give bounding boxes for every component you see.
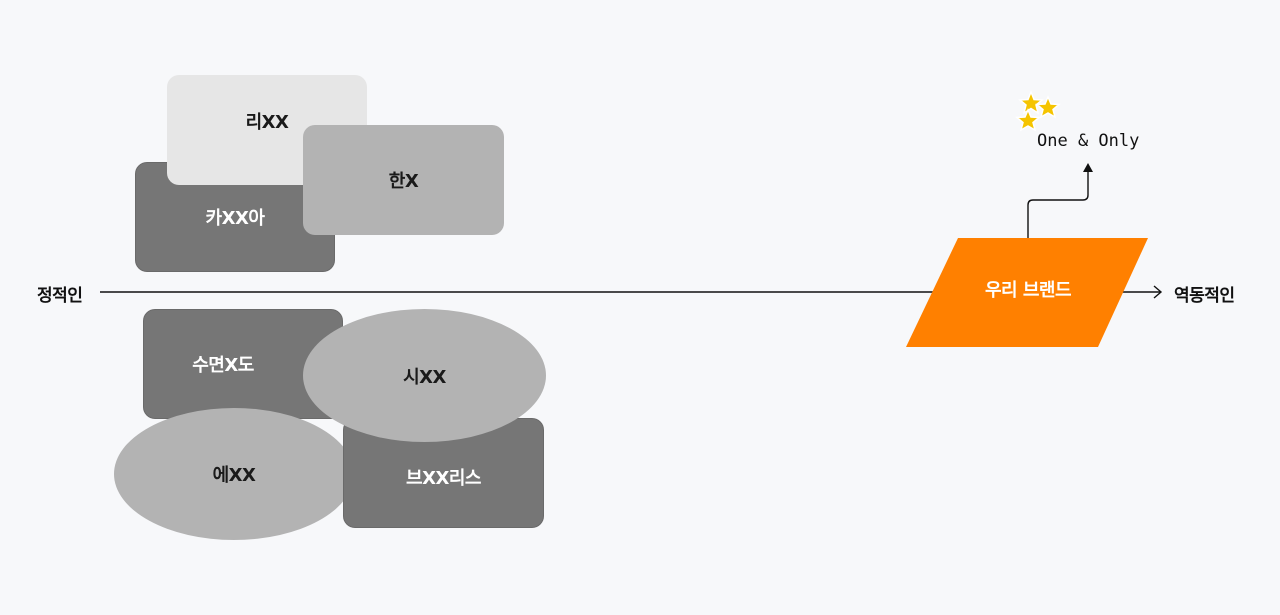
stars-icon <box>1015 89 1061 132</box>
axis-arrowhead <box>1153 285 1163 299</box>
competitor-label: 리XX <box>245 112 289 133</box>
callout-arrowhead <box>1083 163 1093 172</box>
competitor-ellipse: 시XX <box>303 309 546 442</box>
axis-left-label: 정적인 <box>37 286 83 306</box>
axis-right-label: 역동적인 <box>1174 286 1235 306</box>
competitor-label: 에XX <box>212 465 256 486</box>
competitor-label: 시XX <box>403 366 446 388</box>
competitor-label: 브XX리스 <box>406 468 481 489</box>
callout-text: One & Only <box>1037 131 1140 151</box>
competitor-label: 카XX아 <box>205 208 265 229</box>
competitor-label: 수면X도 <box>192 355 254 376</box>
brand-label: 우리 브랜드 <box>984 280 1072 301</box>
competitor-label: 한X <box>388 171 419 192</box>
callout-arrow-line <box>1027 170 1089 238</box>
brand-parallelogram <box>906 238 1148 347</box>
competitor-box: 한X <box>303 125 504 235</box>
competitor-ellipse: 에XX <box>114 408 354 540</box>
